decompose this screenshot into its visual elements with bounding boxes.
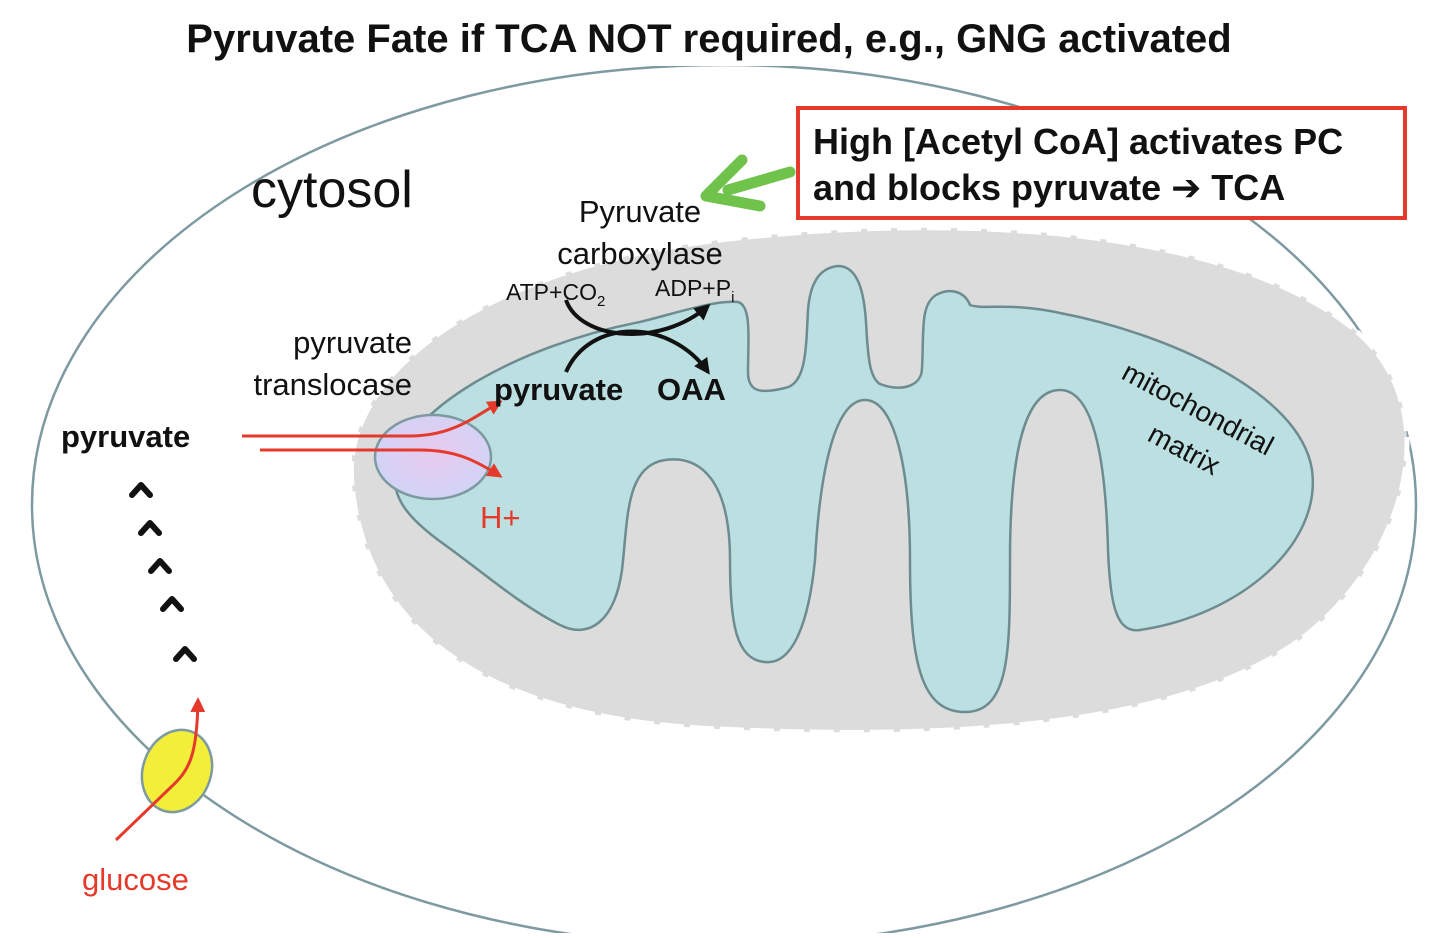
title-backdrop (90, 8, 1330, 66)
callout-line-2: and blocks pyruvate ➔ TCA (813, 167, 1285, 208)
proton-label: H+ (480, 500, 521, 535)
glycolysis-chevron-5 (173, 646, 197, 662)
callout-line-1: High [Acetyl CoA] activates PC (813, 121, 1343, 162)
callout-box (796, 106, 1407, 220)
enzyme-label-line-1: Pyruvate (579, 194, 701, 229)
cytosol-label: cytosol (251, 161, 413, 219)
adp-pi-label: ADP+Pi (655, 275, 734, 306)
pyruvate-to-oaa-arrow (564, 329, 710, 375)
glycolysis-chevron-2 (138, 520, 162, 536)
glycolysis-steps (129, 482, 197, 662)
enzyme-label-line-2: carboxylase (557, 236, 722, 271)
glycolysis-chevron-3 (148, 558, 172, 574)
translocase-label-line-1: pyruvate (293, 325, 412, 360)
glucose-entry-arrow (114, 697, 206, 842)
glucose-transporter (140, 728, 214, 814)
mitochondrial-matrix (393, 264, 1315, 714)
translocase-label-line-2: translocase (253, 367, 412, 402)
pyruvate-translocase (373, 413, 493, 501)
proton-import-arrow (260, 448, 503, 478)
diagram-title: Pyruvate Fate if TCA NOT required, e.g.,… (186, 17, 1231, 61)
matrix-pyruvate-label: pyruvate (494, 372, 623, 407)
cytosolic-pyruvate-label: pyruvate (61, 419, 190, 454)
carboxylase-reaction-arrows (564, 299, 711, 375)
glycolysis-chevron-4 (160, 596, 184, 612)
regulation-arrow (700, 154, 796, 212)
pyruvate-import-arrow (242, 400, 503, 438)
atp-co2-label: ATP+CO2 (506, 279, 605, 310)
glycolysis-chevron-1 (129, 482, 153, 498)
glucose-label: glucose (82, 862, 189, 897)
oaa-label: OAA (657, 372, 726, 407)
